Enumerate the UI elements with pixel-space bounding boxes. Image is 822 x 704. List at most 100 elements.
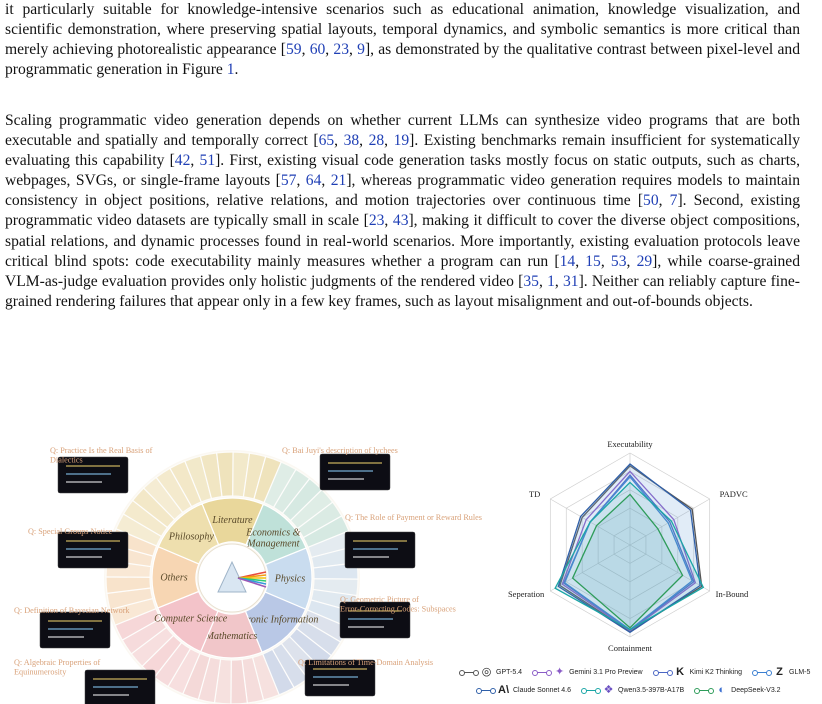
legend-item: A\ Claude Sonnet 4.6 xyxy=(476,684,571,697)
citation[interactable]: 23 xyxy=(368,212,385,230)
wheel-outer-segment xyxy=(215,451,234,498)
radar-axis-label: Seperation xyxy=(508,589,545,599)
citation[interactable]: 42 xyxy=(174,152,191,170)
wheel-outer-segment xyxy=(169,460,203,508)
radar-axis-label: PADVC xyxy=(720,489,748,499)
radar-axis-line xyxy=(629,544,710,592)
figure-ref[interactable]: 1 xyxy=(226,61,235,79)
citation[interactable]: 50 xyxy=(643,192,659,210)
legend-label: Kimi K2 Thinking xyxy=(689,669,743,676)
citation[interactable]: 21 xyxy=(330,172,347,190)
example-question-label: Q: Definition of Bayesian Network xyxy=(14,606,130,615)
legend-line-marker xyxy=(652,670,673,676)
citation[interactable]: 65 xyxy=(318,132,335,150)
radar-series-qwen3-5-397b-a17b xyxy=(554,481,705,631)
legend-item: ✦ Gemini 3.1 Pro Preview xyxy=(532,666,643,679)
citation[interactable]: 51 xyxy=(199,152,216,170)
example-thumbnail xyxy=(344,531,416,569)
example-question-label: Q: Limitations of Time-Domain Analysis xyxy=(298,658,433,667)
model-logo-icon: ◎ xyxy=(481,666,492,678)
citation[interactable]: 31 xyxy=(562,272,579,290)
example-thumbnail xyxy=(57,531,129,569)
legend-label: Qwen3.5-397B-A17B xyxy=(618,687,685,694)
wheel-outer-segment xyxy=(105,576,152,595)
model-logo-icon: A\ xyxy=(498,684,509,696)
legend-item: ❖ Qwen3.5-397B-A17B xyxy=(581,684,685,697)
legend-item: ◎ GPT-5.4 xyxy=(459,666,523,679)
legend-line-marker xyxy=(581,688,601,694)
model-logo-icon: ✦ xyxy=(554,666,565,678)
model-logo-icon: ❖ xyxy=(603,684,614,696)
wheel-outer-segment xyxy=(261,648,295,696)
citation[interactable]: 14 xyxy=(559,252,576,270)
radar-series-claude-sonnet-4-6 xyxy=(557,463,701,634)
legend-row-1: ◎ GPT-5.4 ✦ Gemini 3.1 Pro Preview K Kimi K2 … xyxy=(459,666,822,679)
paragraph-2: Scaling programmatic video generation de… xyxy=(5,112,801,310)
wheel-sector-label: Literature xyxy=(211,515,253,526)
wheel-outer-segment xyxy=(253,455,283,504)
legend-line-marker xyxy=(476,688,496,694)
radar-axis-label: Executability xyxy=(607,439,653,449)
citation[interactable]: 64 xyxy=(305,172,322,190)
citation[interactable]: 60 xyxy=(309,41,326,59)
legend-item: Z GLM-5 xyxy=(752,666,811,679)
citation[interactable]: 15 xyxy=(585,252,601,270)
radar-axis-label: Containment xyxy=(608,643,653,653)
model-logo-icon: K xyxy=(676,666,685,678)
legend-line-marker xyxy=(752,670,773,676)
wheel-sector-label: Others xyxy=(160,572,187,583)
wheel-outer-segment xyxy=(281,477,323,522)
wheel-sector-label: Electronic Information xyxy=(226,614,319,625)
wheel-sector-label: Economics &Management xyxy=(245,527,300,549)
wheel-sector-label: Philosophy xyxy=(168,532,215,543)
legend-label: GLM-5 xyxy=(789,669,811,676)
radar-axis-label: In-Bound xyxy=(716,589,749,599)
radar-series-gemini-3-1-pro-preview xyxy=(561,470,697,632)
example-question-label: Q: Bai Juyi's description of lychees xyxy=(282,446,398,455)
wheel-outer-segment xyxy=(131,487,176,529)
citation[interactable]: 38 xyxy=(343,132,360,150)
wheel-sector-label: Mathematics xyxy=(205,631,258,642)
citation[interactable]: 1 xyxy=(547,272,555,290)
wheel-sector xyxy=(157,503,220,565)
citation[interactable]: 29 xyxy=(636,252,653,270)
citation[interactable]: 59 xyxy=(285,41,302,59)
citation[interactable]: 35 xyxy=(523,272,539,290)
wheel-outer-segment xyxy=(114,607,162,641)
citation[interactable]: 53 xyxy=(610,252,627,270)
wheel-outer-segment xyxy=(302,515,350,549)
wheel-outer-segment xyxy=(181,652,211,701)
citation[interactable]: 19 xyxy=(393,132,410,150)
example-thumbnail xyxy=(39,611,111,649)
model-logo-icon: ◐ xyxy=(718,684,725,696)
example-thumbnail xyxy=(319,453,391,491)
legend-line-marker xyxy=(459,670,479,676)
citation[interactable]: 7 xyxy=(669,192,678,210)
legend-label: GPT-5.4 xyxy=(496,669,523,676)
example-question-label: Q: Special Groups Notice xyxy=(28,527,113,536)
citation[interactable]: 43 xyxy=(392,212,409,230)
citation[interactable]: 9 xyxy=(357,41,365,59)
legend-row-2: A\ Claude Sonnet 4.6 ❖ Qwen3.5-397B-A17B ◐De… xyxy=(476,684,793,697)
legend-line-marker xyxy=(532,670,553,676)
model-logo-icon: Z xyxy=(776,666,783,678)
legend-item: ◐DeepSeek-V3.2 xyxy=(694,684,781,697)
citation[interactable]: 23 xyxy=(333,41,350,59)
legend-label: Claude Sonnet 4.6 xyxy=(513,687,571,694)
citation[interactable]: 28 xyxy=(368,132,385,150)
radar-axis-label: TD xyxy=(529,489,540,499)
rainbow-ray xyxy=(237,577,267,588)
example-question-label: Q: The Role of Payment or Reward Rules xyxy=(345,513,482,522)
radar-series-gpt-5-4 xyxy=(559,465,703,633)
citation[interactable]: 57 xyxy=(280,172,297,190)
paragraph-1: it particularly suitable for knowledge-i… xyxy=(5,1,801,79)
wheel-sector-label: Physics xyxy=(274,574,306,585)
legend-label: Gemini 3.1 Pro Preview xyxy=(569,669,643,676)
legend-line-marker xyxy=(694,688,715,694)
